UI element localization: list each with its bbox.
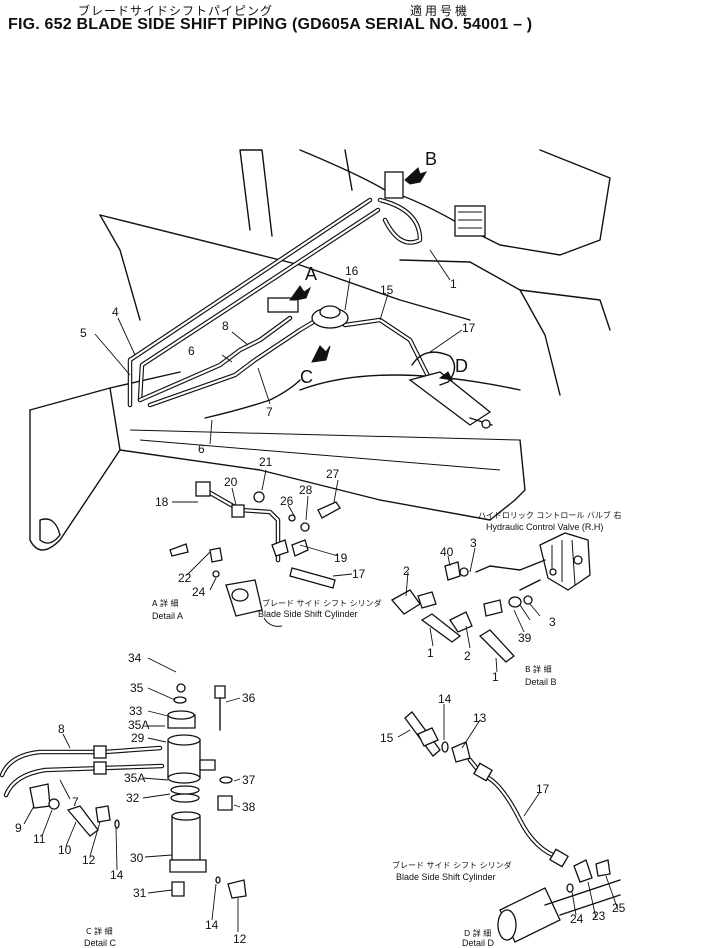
detail-b-callout-39: 39 (518, 631, 532, 645)
swivel-joint (267, 297, 349, 329)
detail-c-callout-14-lower: 14 (205, 918, 219, 932)
detail-b-caption-jp: B 詳 細 (525, 664, 552, 674)
detail-a-callout-26: 26 (280, 494, 294, 508)
detail-d-callout-14: 14 (438, 692, 452, 706)
detail-a-cylinder-label-jp: ブレード サイド シフト シリンダ (262, 598, 382, 608)
detail-d-callout-17: 17 (536, 782, 550, 796)
detail-d-caption: Detail D (462, 938, 495, 948)
view-letter-b: B (425, 149, 437, 169)
view-letter-a: A (305, 264, 317, 284)
detail-d: 14 13 15 17 24 23 25 ブレード サイド シフト シリンダ B… (380, 692, 626, 948)
detail-c-callout-10: 10 (58, 843, 72, 857)
detail-c-callout-35a-lower: 35A (124, 771, 145, 785)
figure-title: FIG. 652 BLADE SIDE SHIFT PIPING (GD605A… (8, 16, 533, 33)
detail-d-callout-23: 23 (592, 909, 606, 923)
detail-b-callout-3b: 3 (549, 615, 556, 629)
view-letter-d: D (455, 356, 468, 376)
detail-a-callout-20: 20 (224, 475, 238, 489)
detail-a-callout-24: 24 (192, 585, 206, 599)
detail-a-caption: Detail A (152, 611, 183, 621)
view-arrow-b: B (404, 149, 437, 185)
detail-c-callout-38: 38 (242, 800, 256, 814)
detail-c-callout-35a-upper: 35A (128, 718, 149, 732)
detail-a-caption-jp: A 詳 細 (152, 598, 179, 608)
detail-c-callout-35: 35 (130, 681, 144, 695)
detail-d-callout-13: 13 (473, 711, 487, 725)
detail-b-callout-3a: 3 (470, 536, 477, 550)
main-callout-15: 15 (380, 283, 394, 297)
detail-a-callout-22: 22 (178, 571, 192, 585)
detail-a-callout-27: 27 (326, 467, 340, 481)
main-callout-17: 17 (462, 321, 476, 335)
main-assembly-view: A B C D 1 4 5 6 6 7 8 (29, 149, 611, 551)
detail-c-callout-12-upper: 12 (82, 853, 96, 867)
detail-b-valve-label: Hydraulic Control Valve (R.H) (486, 522, 603, 532)
detail-c-callout-7: 7 (72, 795, 79, 809)
detail-b-callout-2a: 2 (403, 564, 410, 578)
detail-b-callout-40: 40 (440, 545, 454, 559)
detail-c-callout-12-lower: 12 (233, 932, 247, 946)
detail-b: 40 3 2 3 2 39 1 1 ハイドロリック コントロール バルブ 右 H… (390, 510, 621, 687)
detail-d-cylinder-label-jp: ブレード サイド シフト シリンダ (392, 860, 512, 870)
main-callout-7: 7 (266, 405, 273, 419)
detail-c-callout-8: 8 (58, 722, 65, 736)
detail-d-callout-24: 24 (570, 912, 584, 926)
detail-b-callout-1a: 1 (427, 646, 434, 660)
detail-b-caption: Detail B (525, 677, 557, 687)
detail-c-callout-29: 29 (131, 731, 145, 745)
main-callout-16: 16 (345, 264, 359, 278)
main-callout-8: 8 (222, 319, 229, 333)
detail-a-callout-18: 18 (155, 495, 169, 509)
detail-b-valve-label-jp: ハイドロリック コントロール バルブ 右 (478, 510, 621, 520)
detail-a-callout-28: 28 (299, 483, 313, 497)
main-callout-1: 1 (450, 277, 457, 291)
detail-c-callout-32: 32 (126, 791, 140, 805)
detail-c-caption-jp: C 詳 細 (86, 926, 113, 936)
detail-c-caption: Detail C (84, 938, 117, 948)
detail-c-callout-34: 34 (128, 651, 142, 665)
detail-b-callout-1b: 1 (492, 670, 499, 684)
view-arrow-d: D (411, 351, 468, 386)
control-valve-b (384, 171, 486, 237)
detail-c-callout-33: 33 (129, 704, 143, 718)
main-hose-bundle (127, 197, 433, 408)
detail-d-caption-jp: D 詳 細 (464, 928, 491, 938)
detail-c-callout-31: 31 (133, 886, 147, 900)
japanese-applicability-label: 適用号機 (410, 4, 471, 18)
detail-a-callout-21: 21 (259, 455, 273, 469)
detail-c-callout-36: 36 (242, 691, 256, 705)
detail-c-callout-30: 30 (130, 851, 144, 865)
view-arrow-c: C (204, 345, 331, 419)
detail-a-callout-19: 19 (334, 551, 348, 565)
detail-b-callout-2b: 2 (464, 649, 471, 663)
detail-a: 18 20 21 22 24 26 27 28 19 17 A 詳 細 Deta… (152, 455, 382, 627)
detail-c-callout-9: 9 (15, 821, 22, 835)
japanese-title: ブレードサイドシフトパイピング (78, 4, 274, 18)
detail-d-callout-25: 25 (612, 901, 626, 915)
main-callout-4: 4 (112, 305, 119, 319)
main-callout-6a: 6 (188, 344, 195, 358)
detail-c: 34 35 33 35A 29 36 8 7 35A 32 37 38 9 11… (0, 651, 256, 948)
view-arrow-a: A (289, 264, 317, 301)
main-callout-5: 5 (80, 326, 87, 340)
detail-c-callout-11: 11 (33, 832, 46, 846)
main-callout-6b: 6 (198, 442, 205, 456)
side-shift-cylinder (408, 371, 493, 429)
detail-d-cylinder-label: Blade Side Shift Cylinder (396, 872, 496, 882)
detail-a-callout-17: 17 (352, 567, 366, 581)
detail-c-callout-37: 37 (242, 773, 256, 787)
detail-d-callout-15: 15 (380, 731, 394, 745)
view-letter-c: C (300, 367, 313, 387)
detail-c-callout-14-upper: 14 (110, 868, 124, 882)
detail-a-cylinder-label: Blade Side Shift Cylinder (258, 609, 358, 619)
